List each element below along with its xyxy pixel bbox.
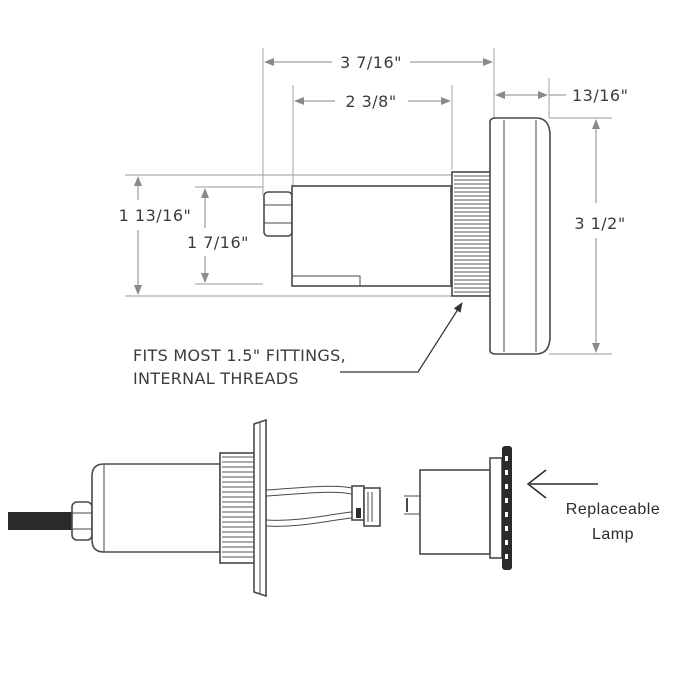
fixture-side-elevation [125,48,612,355]
threaded-section [451,171,495,297]
lamp-label-line-1: Replaceable [566,501,660,518]
dimension-body-diameter: 1 13/16" [119,176,192,295]
lamp-lens [502,446,512,570]
assembly-threads [219,452,257,564]
cord-grip-nut [71,501,93,541]
lens-dot [505,554,508,559]
lamp-label-line-2: Lamp [592,526,634,543]
dimension-overall-length: 3 7/16" [264,53,493,72]
lamp-pins [404,495,420,515]
dim-overall-length-label: 3 7/16" [340,53,402,72]
dimension-nut-diameter: 1 7/16" [187,188,249,283]
dim-nut-diameter-label: 1 7/16" [187,233,249,252]
lamp-callout: Replaceable Lamp [526,469,660,543]
dimension-flange-diameter: 3 1/2" [574,119,625,353]
dimension-body-length: 2 3/8" [294,92,451,111]
fixture-body [291,185,452,287]
hex-nut [263,191,293,237]
power-cable [8,512,74,530]
callout-line-1: FITS MOST 1.5" FITTINGS, [133,346,346,365]
dim-body-length-label: 2 3/8" [345,92,396,111]
assembly-body [91,463,221,553]
replaceable-lamp [404,446,512,570]
dim-body-diameter-label: 1 13/16" [119,206,192,225]
lens-dot [505,512,508,517]
lamp-rim [489,457,503,559]
lamp-base [419,469,491,555]
fixture-assembly-view [8,418,381,598]
flange [489,117,551,355]
lens-dot [505,456,508,461]
callout-line-2: INTERNAL THREADS [133,369,299,388]
lead-wires [265,485,353,527]
lens-dot [505,470,508,475]
dimension-flange-depth: 13/16" [495,86,628,105]
lens-dot [505,498,508,503]
lens-dot [505,540,508,545]
assembly-flange [253,418,267,598]
dim-flange-depth-label: 13/16" [572,86,628,105]
wire-connector [351,485,381,527]
dim-flange-diameter-label: 3 1/2" [574,214,625,233]
lens-dot [505,484,508,489]
lens-dot [505,526,508,531]
fittings-callout: FITS MOST 1.5" FITTINGS, INTERNAL THREAD… [133,302,463,388]
